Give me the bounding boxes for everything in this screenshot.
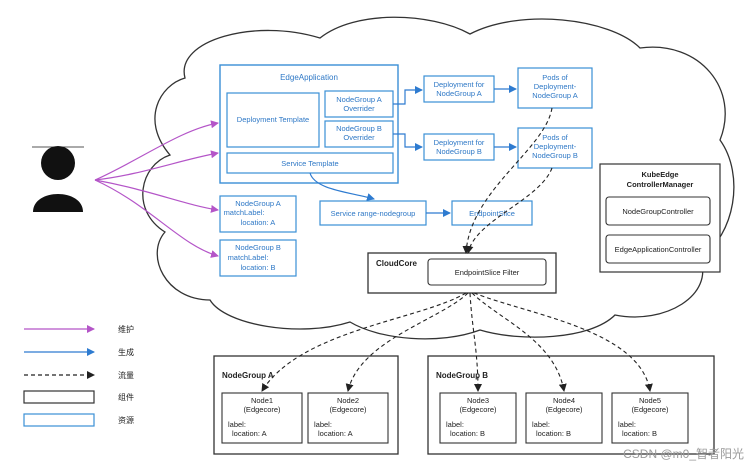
legend-resource-label: 资源 (118, 415, 134, 425)
service-template-label: Service Template (281, 159, 338, 168)
override-b-box (324, 120, 394, 148)
legend-maintain-label: 维护 (118, 324, 134, 334)
deployment-b-box (423, 133, 495, 161)
pods-a-box (517, 67, 593, 109)
nodegroup-b-title: NodeGroup B (436, 371, 488, 380)
traffic-arrows-pods (462, 107, 553, 254)
deployment-a-line1: Deployment for (434, 80, 485, 89)
override-a-line2: Overrider (343, 104, 375, 113)
nodegroup-a-resource (219, 195, 297, 233)
node-1-name: Node1 (251, 396, 273, 405)
endpoint-slice-box (451, 200, 533, 226)
node-1-label: label: (228, 420, 246, 429)
node-3-label: label: (446, 420, 464, 429)
node-4-value: location: B (536, 429, 571, 438)
nodegroup-a-resource-line3: location: A (241, 218, 276, 227)
deployment-template-label: Deployment Template (237, 115, 309, 124)
nodegroup-b-resource (219, 239, 297, 277)
controller-manager-title-line1: KubeEdge (641, 170, 678, 179)
override-a-box (324, 90, 394, 118)
pods-b-box (517, 127, 593, 169)
legend-component-swatch (23, 390, 95, 404)
nodegroup-a-resource-line2: matchLabel: (224, 208, 265, 217)
node-2: Node2 (Edgecore) label: location: A (307, 392, 389, 444)
node-3: Node3 (Edgecore) label: location: B (439, 392, 517, 444)
maintain-arrows (94, 120, 219, 258)
node-3-name: Node3 (467, 396, 489, 405)
edgeapp-controller-box (605, 234, 711, 264)
user-icon (32, 146, 84, 212)
endpointslice-filter-label: EndpointSlice Filter (455, 268, 520, 277)
node-2-label: label: (314, 420, 332, 429)
nodegroup-controller-box (605, 196, 711, 226)
nodegroup-a-resource-line1: NodeGroup A (235, 199, 280, 208)
pods-b-line2: Deployment- (534, 142, 577, 151)
traffic-arrows-nodes (261, 292, 653, 392)
node-2-name: Node2 (337, 396, 359, 405)
pods-b-line1: Pods of (542, 133, 568, 142)
legend-traffic-label: 流量 (118, 370, 134, 380)
legend-component-label: 组件 (118, 392, 134, 402)
deployment-template-box (226, 92, 320, 148)
pods-a-line1: Pods of (542, 73, 568, 82)
node-2-value: location: A (318, 429, 353, 438)
deployment-a-box (423, 75, 495, 103)
edgeapp-controller-label: EdgeApplicationController (615, 245, 702, 254)
node-2-runtime: (Edgecore) (329, 405, 367, 414)
service-range-label: Service range-nodegroup (331, 209, 416, 218)
node-3-runtime: (Edgecore) (459, 405, 497, 414)
node-4-runtime: (Edgecore) (545, 405, 583, 414)
override-a-line1: NodeGroup A (336, 95, 381, 104)
node-4-name: Node4 (553, 396, 575, 405)
node-5-value: location: B (622, 429, 657, 438)
node-5: Node5 (Edgecore) label: location: B (611, 392, 689, 444)
pods-a-line3: NodeGroup A (532, 91, 577, 100)
nodegroup-b-resource-line3: location: B (240, 263, 275, 272)
deployment-b-line1: Deployment for (434, 138, 485, 147)
node-3-value: location: B (450, 429, 485, 438)
generate-arrows (309, 85, 517, 217)
override-b-line1: NodeGroup B (336, 124, 382, 133)
endpointslice-filter-box (427, 258, 547, 286)
node-4-label: label: (532, 420, 550, 429)
node-5-label: label: (618, 420, 636, 429)
node-4: Node4 (Edgecore) label: location: B (525, 392, 603, 444)
deployment-b-line2: NodeGroup B (436, 147, 482, 156)
edge-application-title: EdgeApplication (280, 73, 338, 82)
legend-generate-label: 生成 (118, 347, 134, 357)
legend: 维护 生成 流量 组件 资源 (23, 324, 134, 427)
legend-resource-swatch (23, 413, 95, 427)
node-1-value: location: A (232, 429, 267, 438)
nodegroup-a-title: NodeGroup A (222, 371, 274, 380)
override-b-line2: Overrider (343, 133, 375, 142)
watermark: CSDN @m0_智者阳光 (623, 446, 744, 461)
nodegroup-b-resource-line2: matchLabel: (228, 253, 269, 262)
nodegroup-controller-label: NodeGroupController (622, 207, 694, 216)
nodegroup-b-resource-line1: NodeGroup B (235, 243, 281, 252)
node-5-runtime: (Edgecore) (631, 405, 669, 414)
pods-a-line2: Deployment- (534, 82, 577, 91)
pods-b-line3: NodeGroup B (532, 151, 578, 160)
node-5-name: Node5 (639, 396, 661, 405)
deployment-a-line2: NodeGroup A (436, 89, 481, 98)
cloudcore-title: CloudCore (376, 259, 417, 268)
endpoint-slice-label: EndpointSlice (469, 209, 515, 218)
controller-manager-title-line2: ControllerManager (627, 180, 694, 189)
node-1-runtime: (Edgecore) (243, 405, 281, 414)
node-1: Node1 (Edgecore) label: location: A (221, 392, 303, 444)
